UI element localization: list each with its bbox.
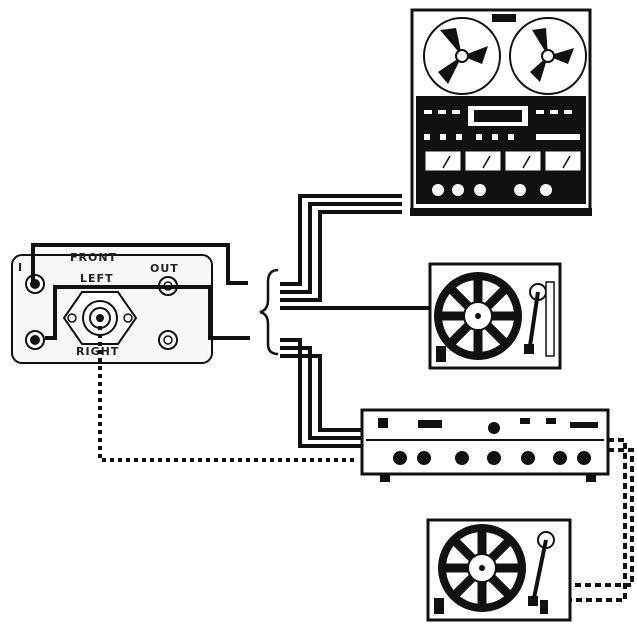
turntable-lower-icon bbox=[426, 518, 572, 622]
adapter-box: I FRONT LEFT OUT RIGHT bbox=[11, 251, 213, 364]
input-jack-rear bbox=[25, 330, 45, 350]
bus-cables bbox=[280, 194, 430, 448]
label-out: OUT bbox=[150, 262, 179, 275]
adapter-cables bbox=[31, 243, 250, 340]
label-front: FRONT bbox=[70, 251, 117, 264]
dashed-cable-amplifier-turntable bbox=[570, 438, 634, 602]
turntable-icon bbox=[428, 262, 562, 370]
label-right: RIGHT bbox=[76, 345, 119, 358]
dotted-cable-adapter-amplifier bbox=[98, 318, 358, 462]
label-in: I bbox=[18, 261, 23, 274]
label-left: LEFT bbox=[80, 272, 114, 285]
amplifier-receiver-icon bbox=[360, 408, 610, 482]
output-jack-rear bbox=[158, 330, 178, 350]
reel-to-reel-tape-deck-icon bbox=[410, 8, 592, 216]
connection-brace bbox=[259, 268, 279, 356]
